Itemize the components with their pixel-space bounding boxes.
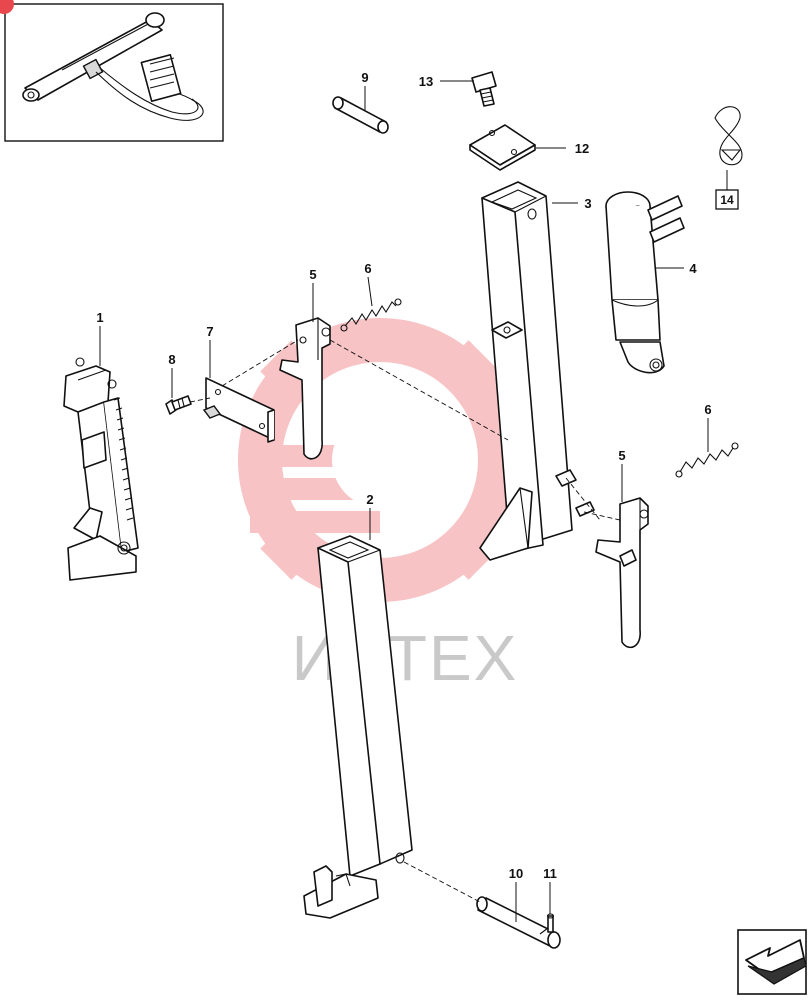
callout-14: 14	[720, 193, 734, 207]
part-1-jack	[63, 357, 139, 581]
callout-4: 4	[689, 261, 697, 276]
part-8-bolt	[165, 395, 192, 415]
assembly-lines	[189, 339, 621, 903]
part-14-tag	[714, 106, 743, 210]
callout-labels: 9 13 12 3 4 14 5 6 1 7 8 6 5 2 10 11	[96, 70, 734, 881]
arrow-navigation-icon	[745, 939, 807, 985]
callout-11: 11	[543, 866, 557, 881]
callout-5-lower: 5	[618, 448, 625, 463]
callout-9: 9	[361, 70, 368, 85]
part-12-plate	[469, 124, 536, 171]
part-10-long-pin	[476, 896, 561, 949]
navigation-arrow-button[interactable]	[737, 929, 807, 995]
part-3-upper-beam	[479, 181, 595, 561]
callout-3: 3	[584, 196, 591, 211]
callout-1: 1	[96, 310, 103, 325]
part-6-spring-lower	[675, 442, 739, 478]
part-7-bracket	[202, 377, 275, 443]
leader-lines	[99, 80, 709, 922]
callout-10: 10	[509, 866, 523, 881]
part-13-bolt	[471, 71, 497, 107]
callout-6-upper: 6	[364, 261, 371, 276]
part-4-cylinder	[605, 191, 685, 374]
part-6-spring-upper	[340, 298, 402, 332]
callout-8: 8	[168, 352, 175, 367]
inset-cylinder	[22, 12, 204, 121]
part-9-pin	[332, 96, 389, 134]
callout-5-upper: 5	[309, 267, 316, 282]
callout-13: 13	[419, 74, 433, 89]
inset-badge	[0, 0, 14, 14]
part-5-latch-upper	[279, 317, 331, 460]
callout-12: 12	[575, 141, 589, 156]
callout-2: 2	[366, 492, 373, 507]
part-5-latch-lower	[595, 497, 649, 649]
part-2-lower-beam	[303, 535, 413, 919]
callout-6-lower: 6	[704, 402, 711, 417]
part-11-cotter-pin	[546, 913, 555, 933]
callout-7: 7	[206, 324, 213, 339]
inset-frame	[0, 0, 224, 142]
